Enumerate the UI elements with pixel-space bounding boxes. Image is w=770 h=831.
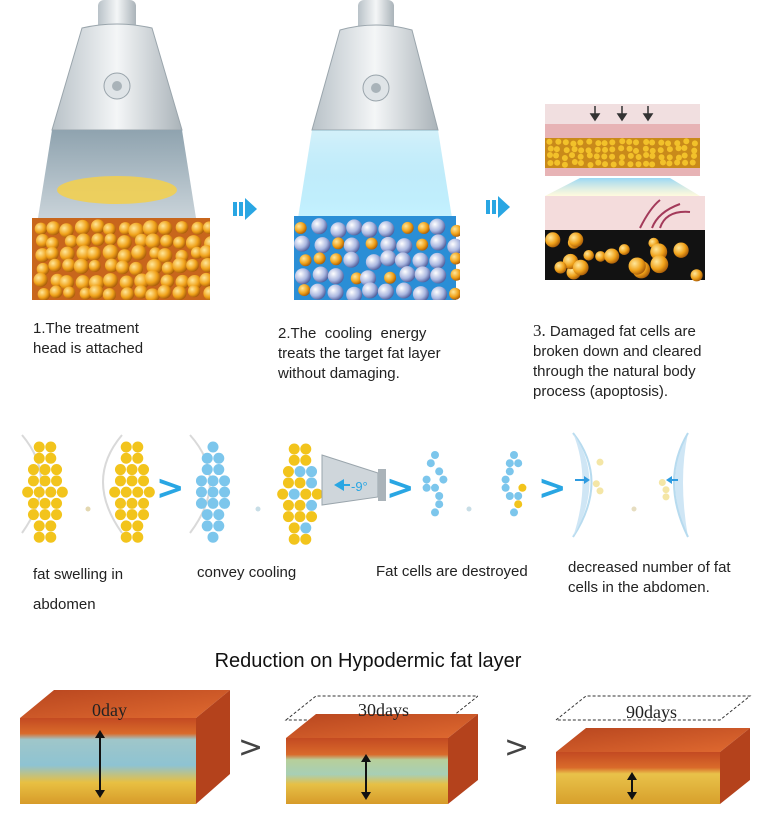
fat-cluster-blue <box>195 441 231 543</box>
step3-caption-line1: Damaged fat cells are <box>545 323 696 340</box>
process-arrow-2: > <box>386 468 415 508</box>
process-label-4-line1: decreased number of fat <box>568 559 731 576</box>
stage-label-90days: 90days <box>626 702 677 722</box>
process-arrow-3: > <box>538 468 567 508</box>
process-label-3: Fat cells are destroyed <box>376 562 528 582</box>
fat-cluster-yellow-2 <box>109 441 155 543</box>
step1-caption: 1.The treatment head is attached <box>33 319 233 359</box>
step3-caption-line4: process (apoptosis). <box>533 383 669 400</box>
step3-caption-line3: through the natural body <box>533 363 696 380</box>
fat-cluster-faded <box>592 458 604 495</box>
step1-caption-line2: head is attached <box>33 340 144 357</box>
process-label-2: convey cooling <box>197 563 296 583</box>
step2-illustration <box>290 0 460 300</box>
process-label-2-line1: convey cooling <box>197 564 297 581</box>
fat-cluster-yellow <box>22 441 68 543</box>
step3-illustration <box>540 100 710 282</box>
fat-cluster-mixed <box>277 443 323 545</box>
fat-cluster-dispersed-2 <box>501 451 527 517</box>
step1-illustration <box>32 0 210 300</box>
process-label-4: decreased number of fat cells in the abd… <box>568 558 731 598</box>
reduction-title: Reduction on Hypodermic fat layer <box>214 650 522 672</box>
step1-caption-line1: 1.The treatment <box>33 320 139 337</box>
stage-arrow-2: > <box>504 730 530 765</box>
process-label-3-line1: Fat cells are destroyed <box>376 563 528 580</box>
step-arrow-1 <box>233 198 257 220</box>
process-arrow-1: > <box>156 468 185 508</box>
process-strip: -9° <box>0 425 770 545</box>
step3-caption: 3. Damaged fat cells are broken down and… <box>533 321 769 402</box>
fat-block-0day: 0day <box>18 688 230 806</box>
step-arrow-2 <box>486 196 510 218</box>
stage-label-0day: 0day <box>92 700 127 720</box>
step2-caption-line1: 2.The cooling energy <box>278 325 427 342</box>
device-temp-label: -9° <box>351 479 368 494</box>
step3-caption-line2: broken down and cleared <box>533 343 702 360</box>
stage-label-30days: 30days <box>358 700 409 720</box>
process-label-1: fat swelling in abdomen <box>33 565 123 615</box>
step2-caption-line3: without damaging. <box>278 365 400 382</box>
fat-cluster-dispersed <box>422 451 448 517</box>
stage-arrow-1: > <box>238 730 264 765</box>
step2-caption: 2.The cooling energy treats the target f… <box>278 324 498 384</box>
process-label-4-line2: cells in the abdomen. <box>568 579 710 596</box>
step2-caption-line2: treats the target fat layer <box>278 345 441 362</box>
fat-block-90days: 90days <box>552 694 752 806</box>
process-label-1-line2: abdomen <box>33 596 96 613</box>
step3-number: 3. <box>533 321 546 340</box>
process-label-1-line1: fat swelling in <box>33 566 124 583</box>
fat-cluster-faded-2 <box>658 479 670 501</box>
fat-block-30days: 30days <box>282 694 478 806</box>
